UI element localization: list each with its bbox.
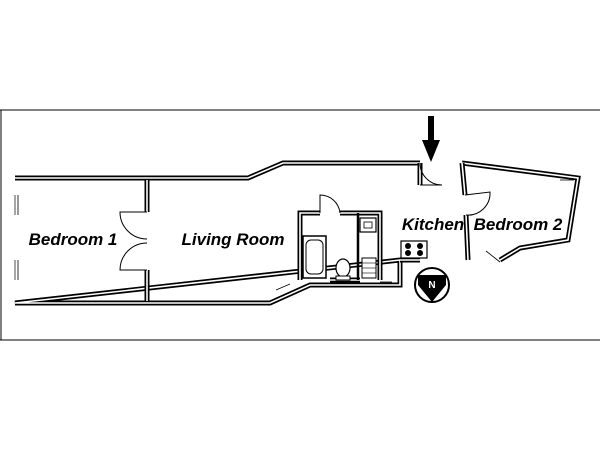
shower-icon: [361, 257, 377, 279]
stove-icon: [400, 240, 428, 259]
interior-walls: [144, 162, 471, 301]
north-compass-icon: N: [414, 267, 450, 303]
plan-frame: [0, 109, 600, 341]
room-label-kitchen: Kitchen: [402, 215, 464, 234]
toilet-icon: [335, 258, 351, 281]
compass-north-letter: N: [428, 280, 435, 291]
door-bedroom1: [119, 211, 148, 240]
bathtub-icon: [302, 235, 327, 279]
exterior-walls: [14, 160, 581, 306]
room-label-bedroom2: Bedroom 2: [474, 215, 563, 234]
windows: [14, 179, 574, 291]
room-label-bedroom1: Bedroom 1: [29, 230, 118, 249]
doors: [119, 162, 491, 271]
door-bedroom2: [464, 191, 491, 216]
door-entrance: [419, 162, 443, 186]
sink-icon: [359, 217, 377, 233]
room-label-living-room: Living Room: [182, 230, 285, 249]
down-arrow-icon: [422, 116, 440, 162]
door-bathroom: [319, 194, 341, 214]
